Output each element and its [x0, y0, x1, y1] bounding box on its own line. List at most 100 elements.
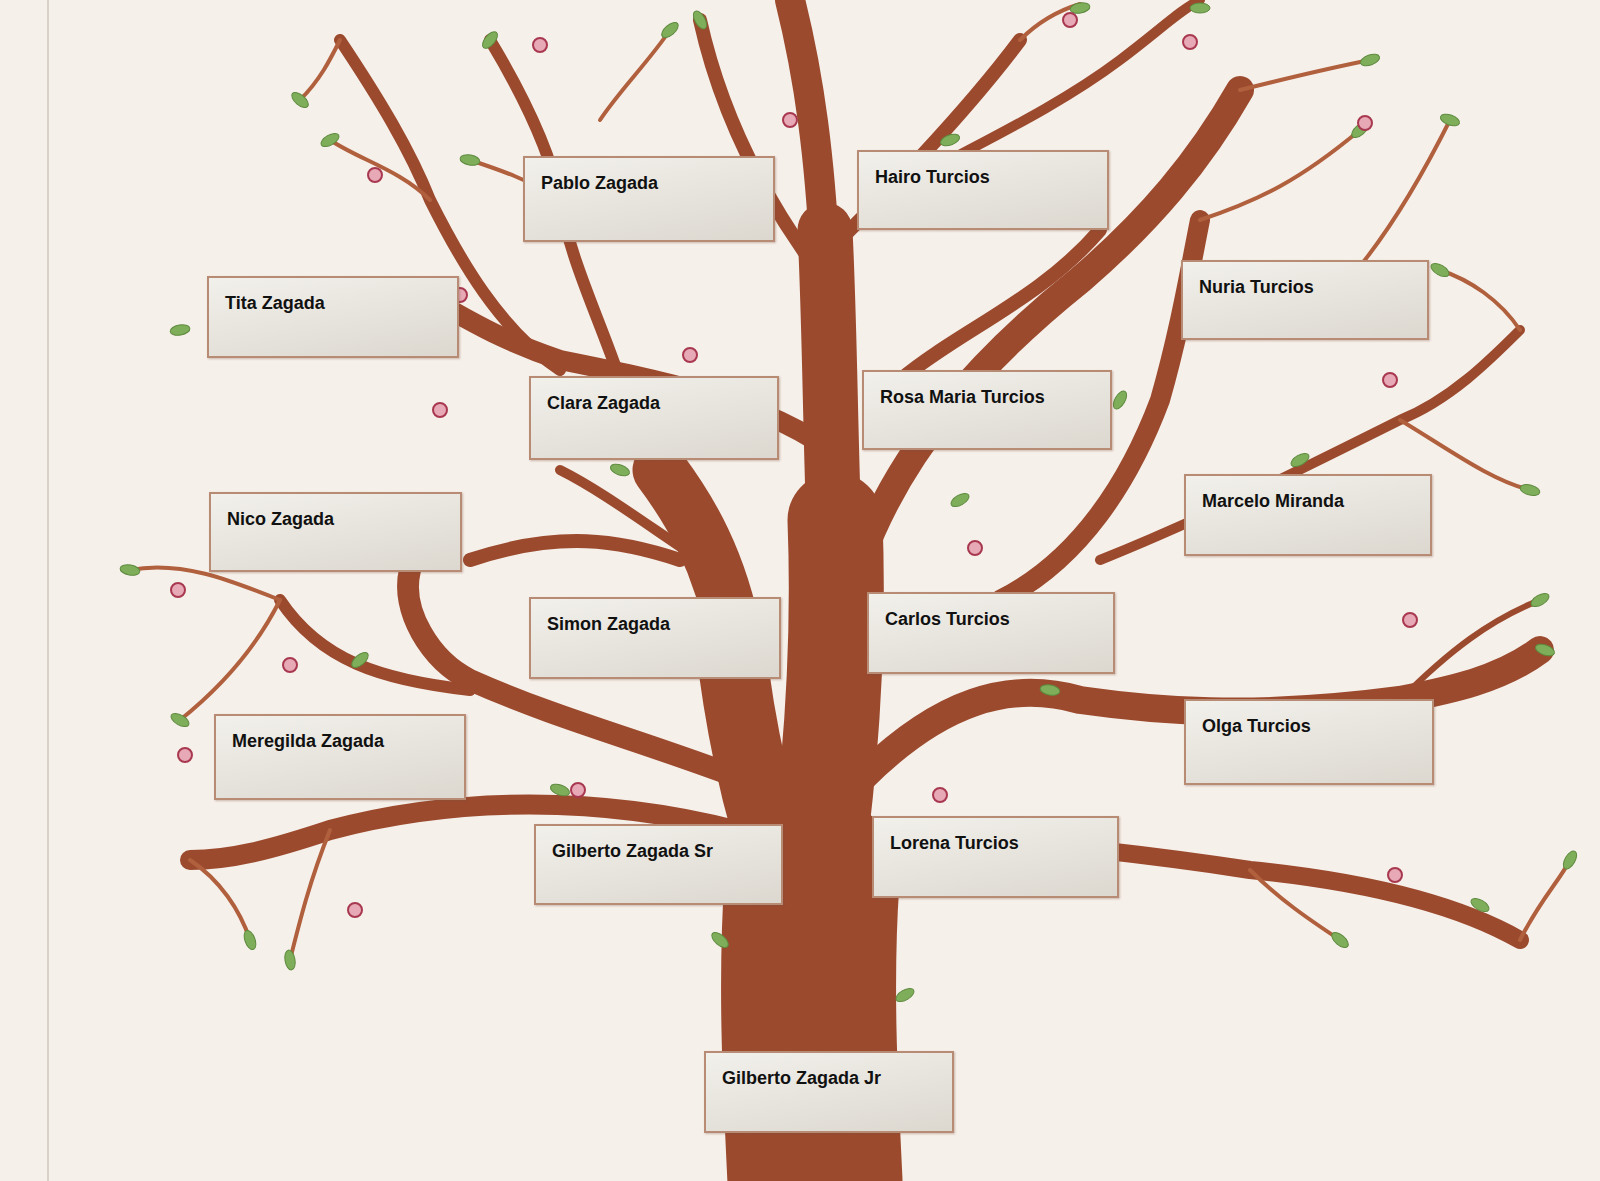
person-name: Nico Zagada [227, 508, 334, 530]
leaf [1561, 849, 1580, 871]
name-box: Nico Zagada [209, 492, 462, 572]
leaf [709, 930, 731, 951]
twig [180, 600, 280, 720]
tree-branches [190, 0, 1540, 1181]
name-box: Carlos Turcios [867, 592, 1115, 674]
person-name: Gilberto Zagada Jr [722, 1067, 881, 1089]
person-name: Simon Zagada [547, 613, 670, 635]
leaf [480, 29, 501, 51]
branch [1100, 330, 1520, 560]
flower [1388, 868, 1402, 882]
name-box: Rosa Maria Turcios [862, 370, 1112, 450]
branch [470, 541, 680, 560]
branch [560, 470, 700, 560]
flower [933, 788, 947, 802]
name-box: Pablo Zagada [523, 156, 775, 242]
flower [968, 541, 982, 555]
name-box: Tita Zagada [207, 276, 459, 358]
trunk [825, 230, 835, 560]
leaf [1359, 52, 1381, 68]
tree-twigs [130, 4, 1570, 960]
twig [1440, 270, 1520, 330]
person-name: Marcelo Miranda [1202, 490, 1344, 512]
twig [290, 830, 330, 960]
leaf [319, 131, 341, 150]
leaf [1039, 683, 1060, 696]
leaf [289, 90, 311, 111]
leaf [549, 782, 571, 798]
leaf [894, 986, 916, 1005]
twig [130, 567, 280, 600]
person-name: Lorena Turcios [890, 832, 1019, 854]
leaf [119, 563, 140, 576]
flower [571, 783, 585, 797]
person-name: Meregilda Zagada [232, 730, 384, 752]
name-box: Gilberto Zagada Sr [534, 824, 783, 905]
twig [190, 860, 250, 940]
twig [1520, 860, 1570, 940]
twig [1200, 130, 1360, 220]
leaf [459, 153, 480, 166]
name-box: Hairo Turcios [857, 150, 1109, 230]
branch [900, 230, 1100, 380]
flower [178, 748, 192, 762]
leaf [1519, 483, 1541, 498]
flower [1183, 35, 1197, 49]
leaf [1439, 112, 1461, 128]
branch [1400, 600, 1540, 700]
flower [433, 403, 447, 417]
page-edge [47, 0, 49, 1181]
name-box: Gilberto Zagada Jr [704, 1051, 954, 1133]
flower [348, 903, 362, 917]
flower [368, 168, 382, 182]
person-name: Clara Zagada [547, 392, 660, 414]
flower [1358, 116, 1372, 130]
twig [600, 30, 670, 120]
leaf [1429, 261, 1451, 280]
flower [533, 38, 547, 52]
person-name: Hairo Turcios [875, 166, 990, 188]
person-name: Tita Zagada [225, 292, 325, 314]
person-name: Nuria Turcios [1199, 276, 1314, 298]
leaf [1190, 3, 1210, 13]
twig [1250, 870, 1340, 940]
leaf [609, 462, 631, 478]
person-name: Gilberto Zagada Sr [552, 840, 713, 862]
leaves [119, 1, 1579, 1004]
name-box: Clara Zagada [529, 376, 779, 460]
leaf [283, 949, 296, 970]
twig [1240, 60, 1370, 90]
name-box: Lorena Turcios [872, 816, 1119, 898]
leaf [1289, 451, 1311, 470]
leaf [939, 132, 961, 148]
leaf [169, 711, 191, 730]
flower [283, 658, 297, 672]
leaf [659, 20, 681, 41]
name-box: Olga Turcios [1184, 699, 1434, 785]
person-name: Olga Turcios [1202, 715, 1311, 737]
twig [300, 40, 340, 100]
person-name: Carlos Turcios [885, 608, 1010, 630]
leaf [349, 650, 371, 671]
flower [171, 583, 185, 597]
flower [1063, 13, 1077, 27]
name-box: Nuria Turcios [1181, 260, 1429, 340]
leaf [1534, 642, 1556, 658]
twig [330, 140, 430, 200]
person-name: Pablo Zagada [541, 172, 658, 194]
flower [1383, 373, 1397, 387]
leaf [691, 9, 710, 31]
flower [783, 113, 797, 127]
leaf [1329, 930, 1351, 951]
leaf [242, 929, 258, 951]
flower [683, 348, 697, 362]
flower [1403, 613, 1417, 627]
leaf [169, 323, 190, 336]
leaf [1469, 896, 1491, 915]
trunk [790, 0, 825, 260]
name-box: Simon Zagada [529, 597, 781, 679]
branch [280, 600, 470, 690]
